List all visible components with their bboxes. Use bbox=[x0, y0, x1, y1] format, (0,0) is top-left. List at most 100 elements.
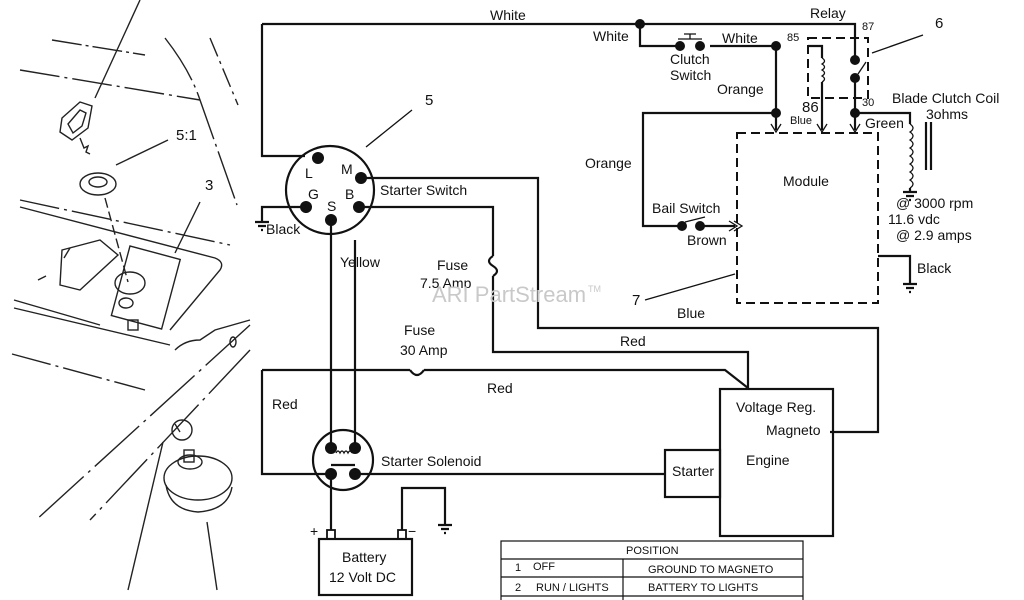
wire-label-black-switch: Black bbox=[266, 221, 301, 237]
coil-spec-current: @ 2.9 amps bbox=[896, 227, 972, 243]
battery-plus-sign: + bbox=[310, 523, 318, 539]
orange-wire bbox=[641, 41, 782, 228]
panel-edge-line bbox=[11, 353, 146, 391]
table-row: 2 RUN / LIGHTS BATTERY TO LIGHTS bbox=[515, 582, 758, 594]
panel-edge-line bbox=[35, 324, 251, 521]
wire-label-white-left: White bbox=[593, 28, 629, 44]
relay-terminal-86: 86 bbox=[802, 99, 819, 116]
battery-terminal-negative bbox=[397, 529, 407, 540]
wire-label-red-left: Red bbox=[272, 396, 298, 412]
panel-edge-line bbox=[89, 349, 251, 521]
panel-edge-line bbox=[51, 39, 146, 56]
panel-curve bbox=[164, 37, 238, 206]
panel-edge-line bbox=[19, 199, 231, 246]
callout-7: 7 bbox=[632, 292, 640, 309]
row-action: GROUND TO MAGNETO bbox=[648, 564, 774, 576]
clutch-switch-icon bbox=[675, 33, 705, 51]
battery-box bbox=[317, 537, 414, 597]
leader-line-3 bbox=[174, 201, 201, 254]
fuse-30-label-2: 30 Amp bbox=[400, 342, 448, 358]
relay-box bbox=[807, 37, 869, 99]
watermark: ARI PartStream bbox=[432, 282, 586, 307]
black-wire-module bbox=[878, 254, 912, 284]
coil-spec-voltage: 11.6 vdc bbox=[888, 211, 940, 227]
relay-label: Relay bbox=[810, 5, 846, 21]
leader-line-nut bbox=[127, 441, 164, 591]
starter-label: Starter bbox=[672, 463, 714, 479]
starter-solenoid-icon bbox=[311, 428, 375, 492]
table-row: 1 OFF GROUND TO MAGNETO bbox=[515, 561, 774, 576]
callout-6: 6 bbox=[935, 15, 943, 32]
lock-nut-icon bbox=[171, 419, 193, 441]
wire-label-blue-86: Blue bbox=[790, 115, 812, 127]
grommet-icon bbox=[79, 172, 117, 196]
fuse-7-5-label-1: Fuse bbox=[437, 257, 468, 273]
clutch-switch-label-2: Switch bbox=[670, 67, 711, 83]
leader-line-5-1 bbox=[115, 139, 169, 166]
leader-line-switch bbox=[206, 521, 218, 591]
black-wire-switch bbox=[260, 205, 306, 222]
row-position: RUN / LIGHTS bbox=[536, 582, 609, 594]
ground-icon bbox=[903, 190, 917, 202]
fuse-30-amp-icon bbox=[409, 369, 425, 377]
fuse-7-5-label-2: 7.5 Amp bbox=[420, 275, 472, 291]
blade-clutch-coil-label: Blade Clutch Coil bbox=[892, 90, 999, 106]
red-wire-left bbox=[260, 370, 330, 476]
blade-clutch-coil-icon bbox=[908, 122, 933, 192]
panel-edge-line bbox=[13, 307, 171, 346]
callout-3: 3 bbox=[205, 177, 213, 194]
ground-icon bbox=[255, 220, 269, 232]
row-position: OFF bbox=[533, 561, 555, 573]
starter-solenoid-label: Starter Solenoid bbox=[381, 453, 481, 469]
white-wire bbox=[260, 19, 857, 158]
watermark-tm: TM bbox=[588, 284, 601, 294]
battery-voltage-label: 12 Volt DC bbox=[329, 569, 396, 585]
fuse-7-5-amp-icon bbox=[487, 255, 499, 277]
green-wire bbox=[855, 111, 912, 124]
wire-label-orange-left: Orange bbox=[585, 155, 632, 171]
wire-label-red-lower: Red bbox=[487, 380, 513, 396]
wire-label-white-top: White bbox=[490, 7, 526, 23]
position-table: POSITION 1 OFF GROUND TO MAGNETO 2 RUN /… bbox=[500, 540, 804, 600]
wire-label-brown: Brown bbox=[687, 232, 727, 248]
leader-line-grommet bbox=[104, 197, 129, 283]
battery-negative-wire bbox=[400, 486, 447, 530]
coil-spec-rpm: @ 3000 rpm bbox=[896, 195, 973, 211]
leader-line-key bbox=[94, 0, 141, 99]
fastener bbox=[229, 336, 237, 348]
magneto-label: Magneto bbox=[766, 422, 821, 438]
row-number: 2 bbox=[515, 582, 521, 594]
row-number: 1 bbox=[515, 562, 521, 574]
red-wire-upper bbox=[491, 276, 750, 388]
position-table-header: POSITION bbox=[626, 545, 679, 557]
leader-line-7 bbox=[644, 273, 736, 301]
red-wire-lower bbox=[424, 368, 749, 389]
wire-label-white-mid: White bbox=[722, 30, 758, 46]
module-label: Module bbox=[783, 173, 829, 189]
wire-label-black-module: Black bbox=[917, 260, 952, 276]
panel-curve bbox=[209, 37, 239, 106]
row-action: BATTERY TO LIGHTS bbox=[648, 582, 758, 594]
relay-terminal-30: 30 bbox=[862, 97, 874, 109]
panel-outline bbox=[19, 206, 223, 331]
b-terminal-wire bbox=[359, 205, 495, 256]
bail-switch-label: Bail Switch bbox=[652, 200, 720, 216]
bail-switch-icon bbox=[677, 216, 744, 232]
relay-contact-icon bbox=[849, 55, 867, 134]
wire-label-blue-bottom: Blue bbox=[677, 305, 705, 321]
starter-switch-label: Starter Switch bbox=[380, 182, 467, 198]
wire-label-orange-top: Orange bbox=[717, 81, 764, 97]
panel-edge-line bbox=[13, 299, 101, 326]
key-icon bbox=[59, 101, 93, 155]
terminal-M: M bbox=[341, 161, 353, 177]
terminal-G: G bbox=[308, 186, 319, 202]
terminal-B: B bbox=[345, 186, 354, 202]
panel-outline bbox=[174, 319, 251, 351]
voltage-reg-label: Voltage Reg. bbox=[736, 399, 816, 415]
wire-label-red-upper: Red bbox=[620, 333, 646, 349]
battery-terminal-positive bbox=[326, 529, 336, 540]
terminal-L: L bbox=[305, 165, 313, 181]
blade-clutch-coil-ohms: 3ohms bbox=[926, 106, 968, 122]
relay-terminal-87: 87 bbox=[862, 21, 874, 33]
